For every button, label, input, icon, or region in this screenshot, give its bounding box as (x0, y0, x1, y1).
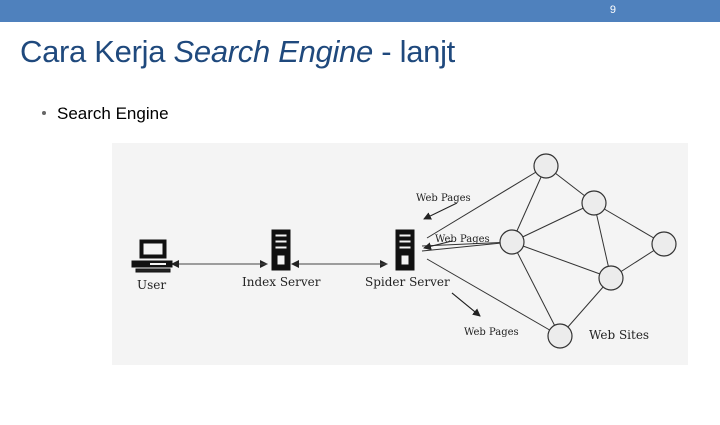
label-user: User (137, 278, 166, 292)
network-edges (426, 165, 665, 337)
top-bar (0, 0, 720, 22)
web-node (533, 153, 559, 179)
diagram-svg: User Index Server Spider Server Web Page… (131, 153, 677, 349)
bullet-text: Search Engine (57, 104, 169, 123)
network-nodes (499, 153, 677, 349)
web-page-arrows (423, 202, 481, 317)
search-engine-diagram: User Index Server Spider Server Web Page… (112, 143, 688, 365)
title-italic: Search Engine (173, 34, 374, 69)
spider-server-icon (395, 229, 415, 271)
spider-links (421, 241, 513, 252)
user-computer-icon (131, 239, 173, 273)
web-node (499, 229, 525, 255)
label-index-server: Index Server (242, 275, 321, 289)
web-node (581, 190, 607, 216)
label-web-pages-middle: Web Pages (435, 234, 490, 245)
title-plain: Cara Kerja (20, 34, 174, 69)
bullet-icon (42, 110, 46, 115)
bullet-item: Search Engine (42, 104, 169, 124)
web-node (547, 323, 573, 349)
label-web-sites: Web Sites (589, 328, 649, 342)
web-node (598, 265, 624, 291)
slide-title: Cara Kerja Search Engine - lanjt (20, 34, 455, 70)
web-node (651, 231, 677, 257)
title-suffix: - lanjt (372, 34, 455, 69)
label-spider-server: Spider Server (365, 275, 450, 289)
slide-number: 9 (609, 4, 616, 16)
index-server-icon (271, 229, 291, 271)
label-web-pages-bottom: Web Pages (464, 327, 519, 338)
label-web-pages-top: Web Pages (416, 193, 471, 204)
